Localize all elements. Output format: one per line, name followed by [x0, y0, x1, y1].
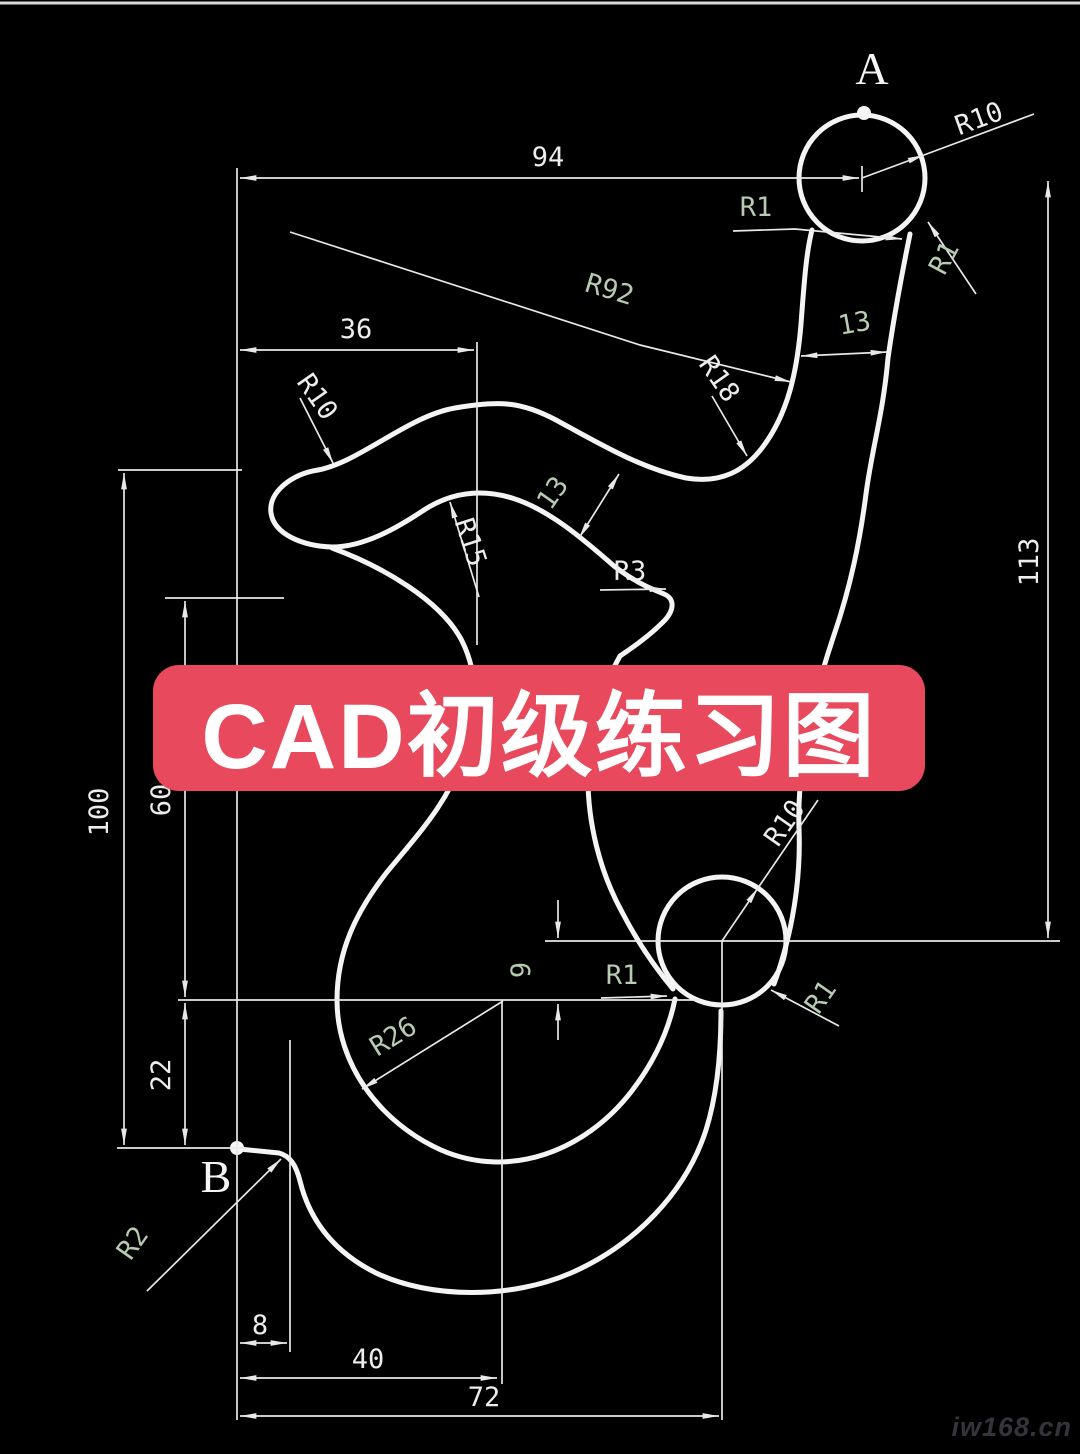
radius-r1-knob-left-label: R1: [606, 960, 639, 991]
inner-bowl-curve: [329, 545, 678, 1165]
leader-r15: [449, 501, 480, 598]
leader-r1-neck-right: [927, 221, 977, 295]
outer-bowl-curve: [236, 1008, 724, 1295]
radius-r92-label: R92: [582, 268, 638, 312]
radius-r1-knob-right-label: R1: [799, 975, 843, 1019]
dim-9-label: 9: [506, 962, 537, 978]
radius-r26-label: R26: [365, 1011, 423, 1063]
leader-r2: [146, 1158, 282, 1292]
leader-r1-neck-left: [732, 228, 903, 241]
leader-r10-ball-tail: [923, 113, 1035, 156]
radius-r1-neck-right-label: R1: [923, 236, 966, 279]
radius-r10-ball-label: R10: [951, 96, 1007, 142]
leader-r3: [599, 586, 667, 593]
dim-72-label: 72: [468, 1382, 501, 1413]
leader-r1-knob-right: [770, 989, 840, 1027]
dim-113-label: 113: [1014, 538, 1045, 587]
leader-r1-knob-left: [600, 993, 668, 1000]
dim-40-label: 40: [352, 1344, 385, 1375]
dim-line-13-neck: [800, 349, 888, 359]
dim-94-label: 94: [532, 142, 565, 173]
radius-r10-knob-label: R10: [758, 794, 811, 852]
dimension-lines: [121, 175, 1051, 1419]
radius-r10-cap-label: R10: [290, 368, 343, 426]
leader-r10-cap: [299, 397, 334, 464]
dim-line-13-arm: [578, 473, 620, 539]
dim-22-label: 22: [146, 1059, 177, 1092]
dim-36-label: 36: [340, 314, 373, 345]
dim-8-label: 8: [252, 1310, 268, 1341]
leader-r10-ball-arrow: [861, 154, 925, 179]
hook-outline: [230, 106, 928, 1295]
leader-r10-knob-tail: [757, 799, 819, 889]
radius-r3-label: R3: [614, 556, 647, 587]
title-banner-text: CAD初级练习图: [201, 685, 877, 788]
point-a-label: A: [855, 43, 888, 94]
leader-r92: [289, 231, 792, 383]
leader-lines: [146, 113, 1035, 1292]
point-b-label: B: [201, 1151, 232, 1202]
radius-r1-neck-left-label: R1: [740, 192, 773, 223]
leader-r10-knob-arrow: [721, 887, 759, 942]
dim-13-neck-label: 13: [836, 306, 873, 342]
radius-r15-label: R15: [448, 514, 493, 570]
leader-r26: [361, 1000, 504, 1090]
arm-top-edge: [315, 227, 815, 482]
title-banner: CAD初级练习图: [153, 665, 925, 791]
extension-lines: [117, 166, 1060, 1420]
watermark: iw168.cn: [951, 1412, 1072, 1442]
radius-r2-label: R2: [111, 1221, 155, 1265]
right-member-edge: [771, 231, 913, 987]
dim-100-label: 100: [84, 788, 115, 837]
point-a-dot: [857, 106, 871, 120]
leader-r18: [711, 395, 748, 457]
